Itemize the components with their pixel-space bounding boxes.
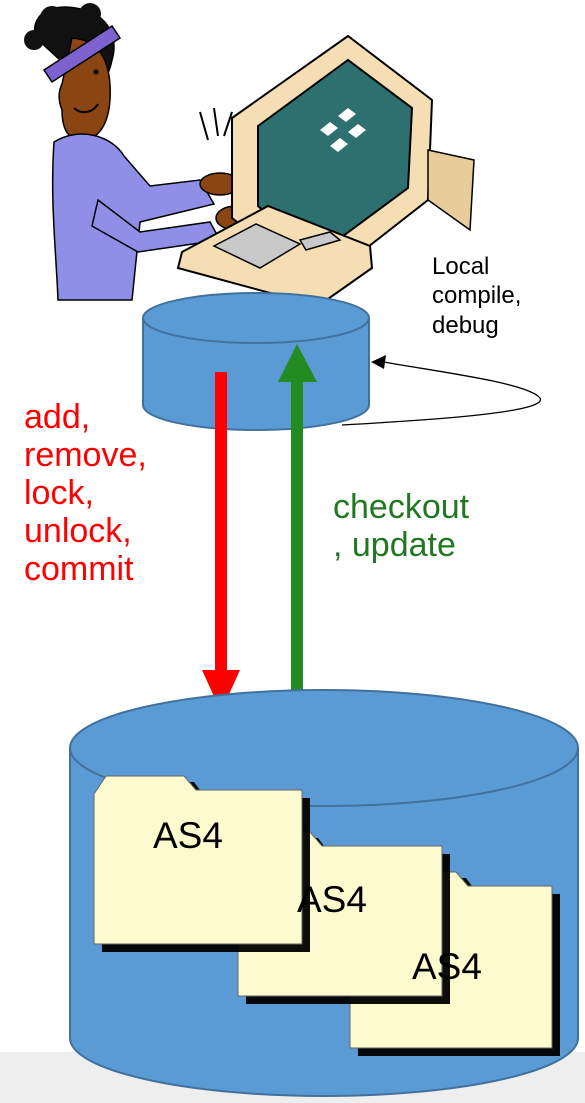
push-arrow-shaft [215, 372, 227, 672]
push-op-line: commit [24, 550, 134, 589]
monitor-side [427, 149, 475, 232]
folder-1 [93, 775, 310, 952]
pull-arrow-head [278, 344, 317, 382]
local-loop-connector [341, 361, 542, 426]
headband [42, 24, 122, 84]
pull-operations-label: checkout , update [333, 488, 469, 564]
pull-op-line: checkout [333, 488, 470, 526]
shirt [51, 133, 216, 301]
screen-logo [320, 108, 366, 152]
pull-arrow-shaft [291, 380, 303, 692]
local-cylinder-top [142, 292, 370, 344]
local-note-line: debug [432, 311, 499, 339]
pull-op-line: , update [333, 526, 456, 565]
push-op-line: lock, [24, 474, 94, 513]
local-loop-arrowhead [371, 355, 386, 369]
local-note-line: Local [432, 253, 490, 280]
repo-cylinder-top [69, 689, 579, 807]
push-operations-label: add, remove, lock, unlock, commit [24, 398, 147, 588]
push-op-line: add, [24, 398, 91, 436]
local-compile-debug-label: Local compile, debug [432, 252, 521, 340]
developer-computer-illustration [24, 3, 475, 308]
local-workspace-cylinder [142, 292, 370, 431]
hair-curl [40, 6, 64, 30]
folder-3-label: AS4 [412, 946, 482, 987]
push-op-line: unlock, [24, 512, 132, 551]
push-op-line: remove, [24, 436, 147, 475]
eye [93, 69, 99, 75]
local-note-line: compile, [432, 282, 522, 310]
hair-curl [79, 3, 101, 25]
mouth [73, 103, 99, 114]
local-cylinder-body [142, 318, 370, 431]
keyboard-keys [212, 223, 342, 269]
push-arrow [202, 372, 240, 712]
folder-1-shape [93, 775, 303, 945]
pull-arrow [278, 344, 317, 692]
push-arrow-head [202, 670, 240, 712]
motion-marks [199, 107, 233, 141]
folder-2-label: AS4 [297, 879, 367, 920]
hair-curl [24, 30, 44, 50]
folder-1-label: AS4 [153, 815, 223, 856]
monitor-screen [257, 58, 414, 258]
